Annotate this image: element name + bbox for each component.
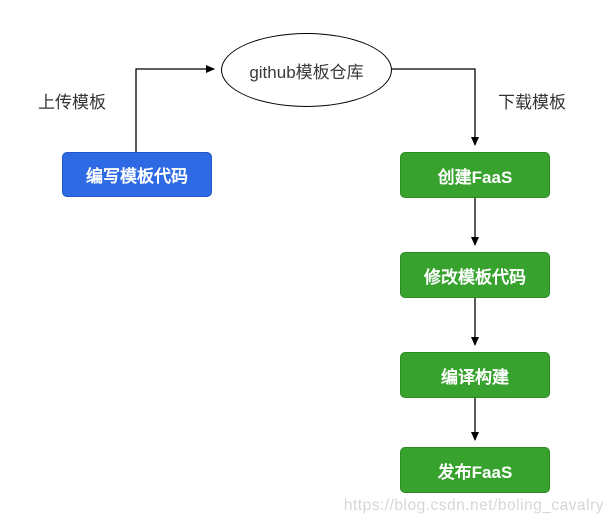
watermark-url: https://blog.csdn.net/boling_cavalry — [343, 497, 604, 514]
node-write-template-code: 编写模板代码 — [62, 152, 212, 197]
node-publish-faas: 发布FaaS — [400, 447, 550, 493]
connector-download — [392, 68, 479, 146]
connector-upload — [135, 65, 215, 152]
node-compile-build: 编译构建 — [400, 352, 550, 398]
edge-label-download-template: 下载模板 — [498, 93, 566, 112]
node-github-template-repo: github模板仓库 — [221, 33, 392, 107]
node-create-faas: 创建FaaS — [400, 152, 550, 198]
edge-label-upload-template: 上传模板 — [38, 93, 106, 112]
node-modify-template-code: 修改模板代码 — [400, 252, 550, 298]
